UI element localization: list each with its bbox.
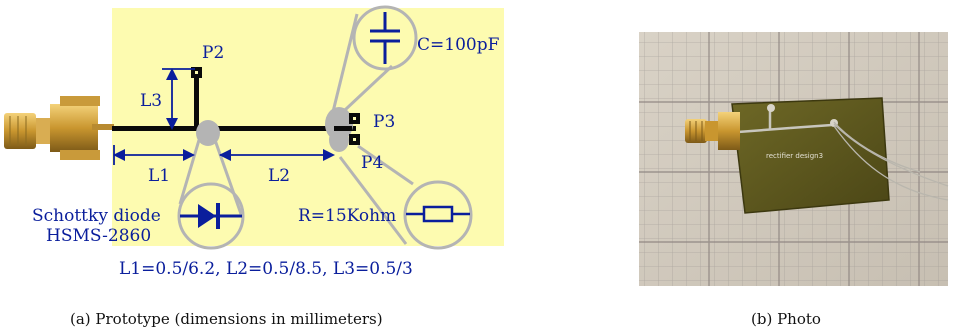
- label-resistor: R=15Kohm: [298, 206, 396, 226]
- label-dimensions: L1=0.5/6.2, L2=0.5/8.5, L3=0.5/3: [119, 259, 413, 279]
- caption-b: (b) Photo: [751, 310, 821, 328]
- capacitor-symbol-icon: [370, 12, 400, 64]
- label-diode-part: HSMS-2860: [46, 226, 151, 246]
- label-capacitor: C=100pF: [417, 35, 500, 55]
- resistor-symbol-icon: [406, 205, 470, 223]
- label-l2: L2: [268, 166, 290, 186]
- resistor-footprint: [329, 128, 349, 152]
- diode-footprint: [196, 120, 220, 146]
- caption-a: (a) Prototype (dimensions in millimeters…: [70, 310, 383, 328]
- label-diode-type: Schottky diode: [32, 206, 161, 226]
- label-p4: P4: [361, 153, 383, 173]
- callout-lines: [177, 5, 473, 250]
- photo-sma-connector-icon: [685, 112, 740, 150]
- diode-symbol-icon: [180, 203, 242, 229]
- label-l1: L1: [148, 166, 170, 186]
- label-p2: P2: [202, 43, 224, 63]
- sma-connector-icon: [4, 96, 114, 160]
- dimension-markers: [113, 68, 335, 165]
- label-l3: L3: [140, 91, 162, 111]
- photo-board-text: rectifier design3: [766, 152, 823, 160]
- figure-b-photo: rectifier design3 (b) Photo: [639, 32, 949, 328]
- figure-a-schematic: P2 P3 P4 L3 L1 L2 C=100pF R=15Kohm Schot…: [4, 5, 504, 328]
- label-p3: P3: [373, 112, 395, 132]
